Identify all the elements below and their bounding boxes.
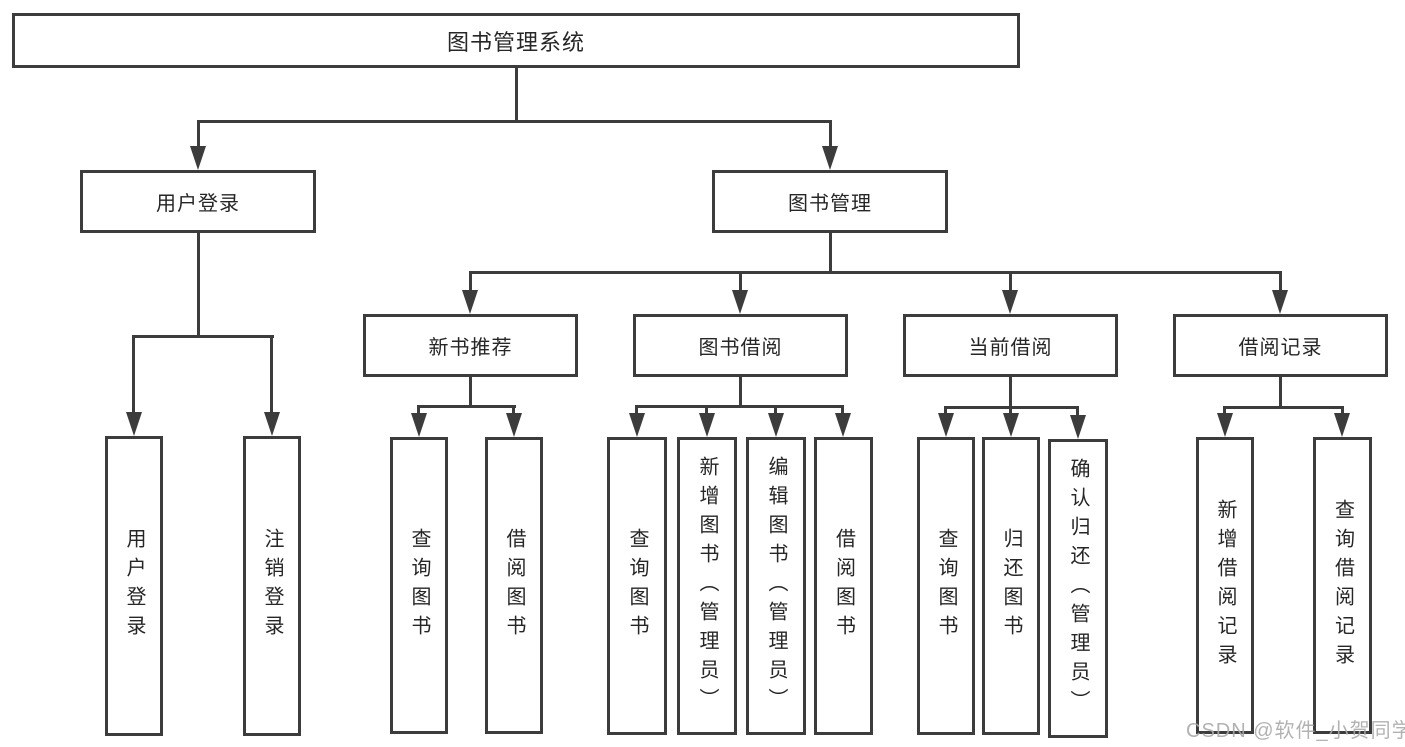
connector-line <box>469 377 472 405</box>
connector-line <box>944 406 947 418</box>
connector-line <box>635 405 638 417</box>
arrowhead-down <box>506 413 522 437</box>
node-label: 归还图书 <box>1000 528 1022 644</box>
connector-line <box>841 405 844 417</box>
leaf-user-login: 用户登录 <box>105 436 163 736</box>
arrowhead-down <box>1217 413 1233 437</box>
node-label: 新增图书（管理员） <box>696 455 718 717</box>
node-label: 确认归还（管理员） <box>1067 458 1089 719</box>
connector-line <box>512 405 515 417</box>
connector-line <box>635 405 844 408</box>
connector-line <box>197 233 200 335</box>
connector-line <box>417 405 516 408</box>
leaf-query-borrow-record: 查询借阅记录 <box>1313 437 1372 734</box>
node-label: 查询借阅记录 <box>1331 498 1354 673</box>
node-label: 图书管理系统 <box>446 29 585 55</box>
connector-line <box>774 405 777 417</box>
arrowhead-down <box>768 413 784 437</box>
node-root-library-system: 图书管理系统 <box>12 13 1020 68</box>
node-user-login: 用户登录 <box>80 170 316 233</box>
connector-line <box>417 405 420 417</box>
connector-line <box>197 120 200 152</box>
node-label: 借阅图书 <box>832 528 855 644</box>
connector-line <box>705 405 708 417</box>
connector-line <box>270 335 273 415</box>
arrowhead-down <box>1272 290 1288 314</box>
leaf-edit-book-admin: 编辑图书（管理员） <box>746 437 806 735</box>
arrowhead-down <box>190 146 206 170</box>
leaf-query-books-recommend: 查询图书 <box>390 437 448 734</box>
node-current-borrowing: 当前借阅 <box>903 314 1118 377</box>
arrowhead-down <box>699 413 715 437</box>
connector-line <box>829 233 832 274</box>
arrowhead-down <box>1334 413 1350 437</box>
csdn-watermark: CSDN @软件_小贺同学 <box>1186 720 1405 742</box>
node-label: 新增借阅记录 <box>1214 498 1236 673</box>
node-label: 图书借阅 <box>698 337 783 359</box>
connector-line <box>1341 406 1344 418</box>
arrowhead-down <box>732 290 748 314</box>
node-book-borrowing: 图书借阅 <box>633 314 848 377</box>
arrowhead-down <box>835 413 851 437</box>
connector-line <box>1076 406 1079 418</box>
node-label: 编辑图书（管理员） <box>765 455 787 717</box>
connector-line <box>1009 377 1012 406</box>
connector-line <box>1223 406 1226 418</box>
arrowhead-down <box>938 413 954 437</box>
connector-line <box>829 120 832 152</box>
connector-line <box>739 377 742 405</box>
arrowhead-down <box>462 290 478 314</box>
connector-line <box>469 271 1282 274</box>
arrowhead-down <box>629 413 645 437</box>
arrowhead-down <box>1070 415 1086 439</box>
leaf-return-book: 归还图书 <box>982 437 1040 735</box>
leaf-borrow-books-recommend: 借阅图书 <box>485 437 543 734</box>
node-book-management: 图书管理 <box>712 170 948 233</box>
connector-line <box>1279 377 1282 406</box>
connector-line <box>1279 271 1282 293</box>
connector-line <box>132 335 274 338</box>
node-label: 借阅图书 <box>503 527 525 644</box>
connector-line <box>469 271 472 293</box>
connector-line <box>739 271 742 293</box>
arrowhead-down <box>1003 413 1019 437</box>
arrowhead-down <box>411 413 427 437</box>
leaf-logout: 注销登录 <box>243 436 301 736</box>
arrowhead-down <box>264 412 280 436</box>
leaf-query-books-borrowing: 查询图书 <box>607 437 667 735</box>
connector-line <box>1009 271 1012 293</box>
node-label: 当前借阅 <box>968 337 1053 359</box>
arrowhead-down <box>822 146 838 170</box>
node-label: 新书推荐 <box>428 337 513 359</box>
leaf-query-books-current: 查询图书 <box>917 437 975 735</box>
arrowhead-down <box>126 412 142 436</box>
node-label: 查询图书 <box>626 528 648 644</box>
connector-line <box>197 120 832 123</box>
leaf-confirm-return-admin: 确认归还（管理员） <box>1048 439 1108 738</box>
node-label: 查询图书 <box>408 527 430 644</box>
connector-line <box>515 68 518 120</box>
arrowhead-down <box>1002 290 1018 314</box>
node-label: 用户登录 <box>156 193 240 215</box>
connector-line <box>132 335 135 415</box>
node-label: 图书管理 <box>788 193 872 215</box>
node-borrowing-records: 借阅记录 <box>1173 314 1388 377</box>
node-label: 用户登录 <box>123 528 145 644</box>
node-label: 查询图书 <box>935 528 957 644</box>
connector-line <box>1009 406 1012 418</box>
connector-line <box>1223 406 1344 409</box>
node-new-book-recommend: 新书推荐 <box>363 314 578 377</box>
leaf-add-book-admin: 新增图书（管理员） <box>677 437 737 735</box>
leaf-borrow-books-borrowing: 借阅图书 <box>814 437 873 735</box>
node-label: 注销登录 <box>261 528 283 644</box>
leaf-add-borrow-record: 新增借阅记录 <box>1196 437 1254 734</box>
node-label: 借阅记录 <box>1238 337 1323 359</box>
